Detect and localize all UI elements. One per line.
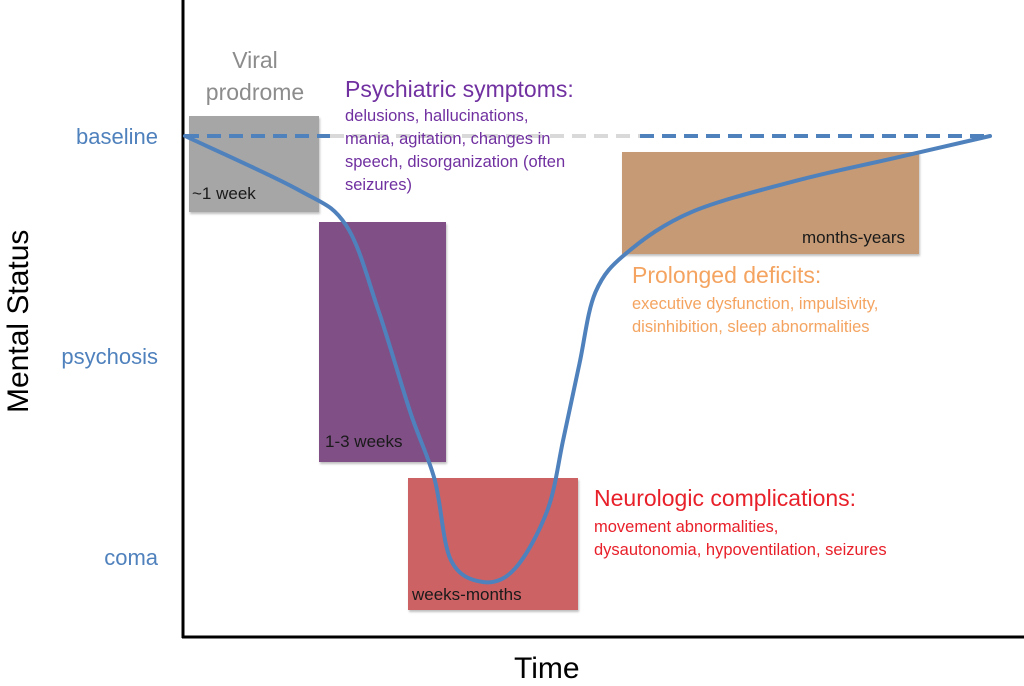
psychiatric-line-2: mania, agitation, changes in	[345, 130, 551, 148]
psychiatric-box: 1-3 weeks	[319, 222, 446, 462]
psychiatric-annotation: Psychiatric symptoms: delusions, halluci…	[345, 76, 574, 197]
psychiatric-heading: Psychiatric symptoms:	[345, 76, 574, 102]
prolonged-line-2: disinhibition, sleep abnormalities	[632, 318, 870, 336]
psychiatric-line-1: delusions, hallucinations,	[345, 107, 529, 125]
prodrome-heading: Viral prodrome	[190, 44, 320, 108]
psychiatric-line-3: speech, disorganization (often	[345, 153, 566, 171]
y-axis-title: Mental Status	[2, 229, 35, 413]
psychiatric-line-4: seizures)	[345, 176, 412, 194]
y-tick-psychosis: psychosis	[61, 344, 158, 369]
prodrome-heading-line1: Viral	[232, 47, 278, 73]
prolonged-duration: months-years	[802, 228, 905, 247]
neurologic-annotation: Neurologic complications: movement abnor…	[594, 485, 887, 562]
prodrome-box: ~1 week	[189, 116, 319, 212]
prodrome-duration: ~1 week	[192, 184, 256, 203]
prolonged-line-1: executive dysfunction, impulsivity,	[632, 295, 879, 313]
prolonged-box: months-years	[622, 152, 919, 254]
y-tick-baseline: baseline	[76, 124, 158, 149]
prodrome-heading-line2: prodrome	[205, 79, 305, 105]
neurologic-line-1: movement abnormalities,	[594, 518, 779, 536]
neurologic-heading: Neurologic complications:	[594, 485, 857, 511]
neurologic-line-2: dysautonomia, hypoventilation, seizures	[594, 541, 887, 559]
psychiatric-duration: 1-3 weeks	[325, 432, 403, 451]
mental-status-curve	[183, 134, 992, 585]
prolonged-annotation: Prolonged deficits: executive dysfunctio…	[632, 262, 878, 339]
y-tick-coma: coma	[104, 545, 158, 570]
x-axis-title: Time	[514, 652, 580, 685]
neurologic-duration: weeks-months	[412, 585, 522, 604]
prolonged-heading: Prolonged deficits:	[632, 262, 822, 288]
